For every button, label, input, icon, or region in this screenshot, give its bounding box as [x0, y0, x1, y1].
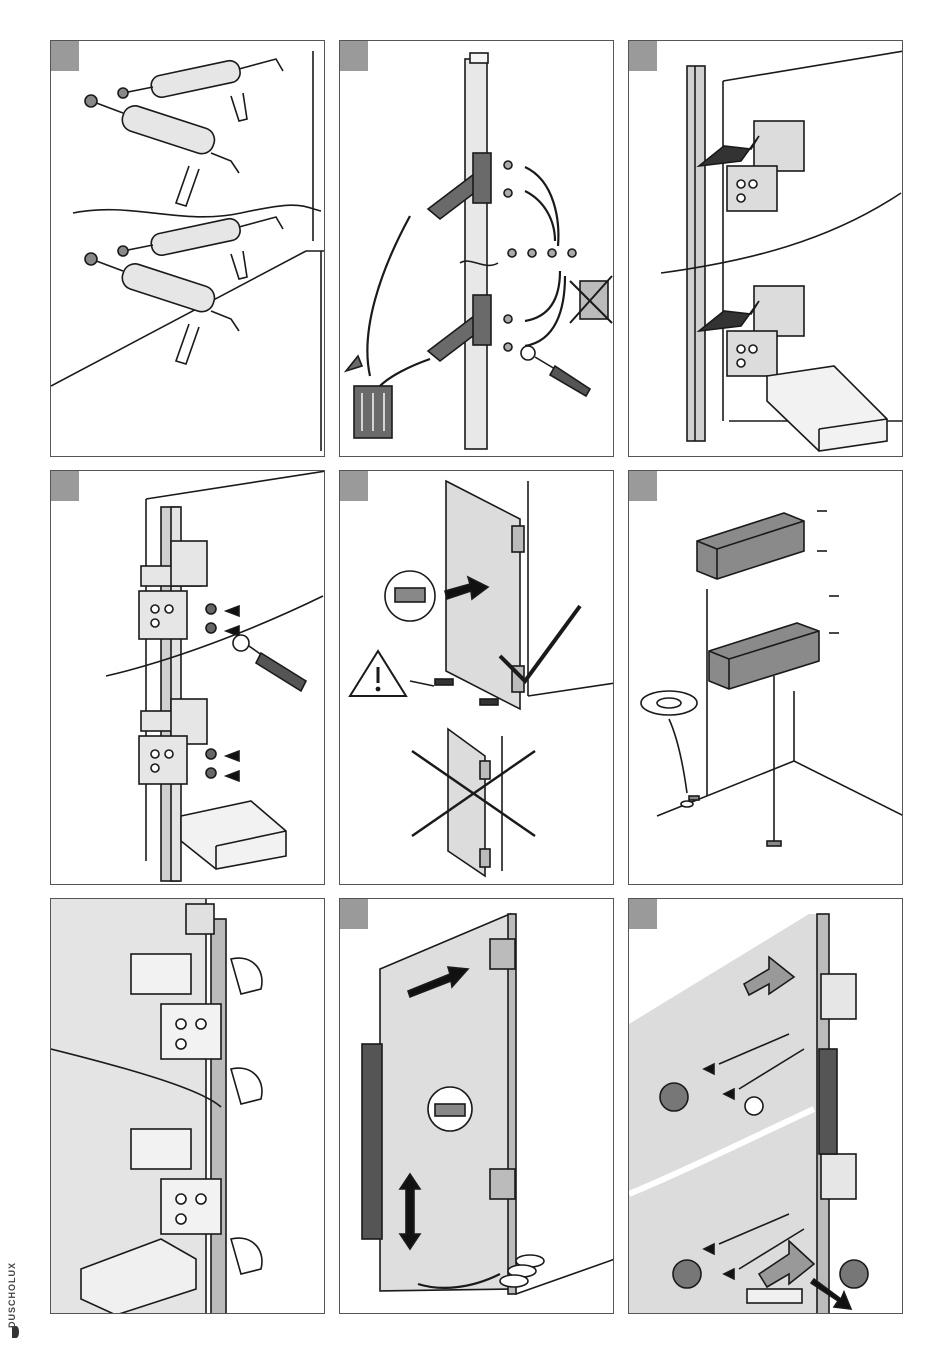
step-panel-2	[339, 40, 614, 457]
spacer-blocks-illustration	[629, 471, 903, 885]
step-panel-8	[339, 898, 614, 1314]
wall-profile-illustration	[340, 41, 614, 457]
silicone-gun-illustration	[51, 41, 325, 457]
brand-name: DUSCHOLUX	[7, 1255, 17, 1335]
fixing-screws-illustration	[629, 899, 903, 1314]
hinge-bracket-illustration	[629, 41, 903, 457]
screw-bracket-illustration	[51, 471, 325, 885]
step-panel-6	[628, 470, 903, 885]
door-alignment-illustration	[340, 899, 614, 1314]
step-panel-1	[50, 40, 325, 457]
step-panel-7	[50, 898, 325, 1314]
step-panel-9	[628, 898, 903, 1314]
step-panel-3	[628, 40, 903, 457]
step-panel-4	[50, 470, 325, 885]
step-panel-5	[339, 470, 614, 885]
glass-panel-warning-illustration	[340, 471, 614, 885]
hand-tightening-illustration	[51, 899, 325, 1314]
